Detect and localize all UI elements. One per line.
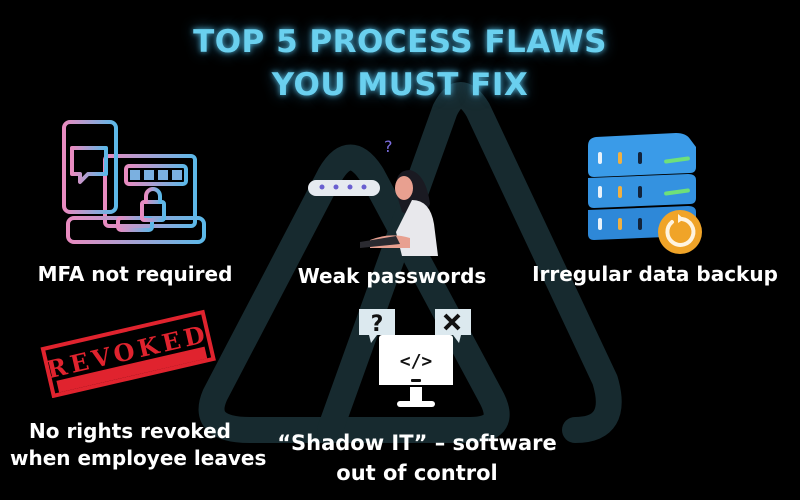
phone-laptop-password-lock-icon [62, 120, 206, 244]
revoked-stamp-icon: REVOKED [40, 309, 216, 398]
item-label-line-1: “Shadow IT” – software [277, 431, 557, 455]
svg-text:</>: </> [400, 351, 433, 372]
item-label-line-2: when employee leaves [10, 446, 267, 470]
monitor-code-question-x-icon: ? </> [359, 309, 471, 407]
item-label-no-rights-revoked: No rights revoked when employee leaves [10, 418, 267, 472]
item-label-data-backup: Irregular data backup [532, 262, 778, 286]
item-label-line-1: No rights revoked [29, 419, 231, 443]
svg-text:?: ? [384, 137, 393, 156]
item-label-mfa: MFA not required [37, 262, 233, 286]
svg-text:?: ? [371, 312, 384, 337]
page-title-line-1: TOP 5 PROCESS FLAWS [193, 24, 607, 60]
confused-woman-password-field-icon: ? [308, 137, 438, 256]
page-title-line-2: YOU MUST FIX [271, 67, 529, 103]
server-stack-refresh-icon [588, 133, 702, 254]
item-label-line-2: out of control [336, 461, 498, 485]
item-label-weak-passwords: Weak passwords [297, 264, 487, 288]
item-label-shadow-it: “Shadow IT” – software out of control [272, 428, 562, 488]
